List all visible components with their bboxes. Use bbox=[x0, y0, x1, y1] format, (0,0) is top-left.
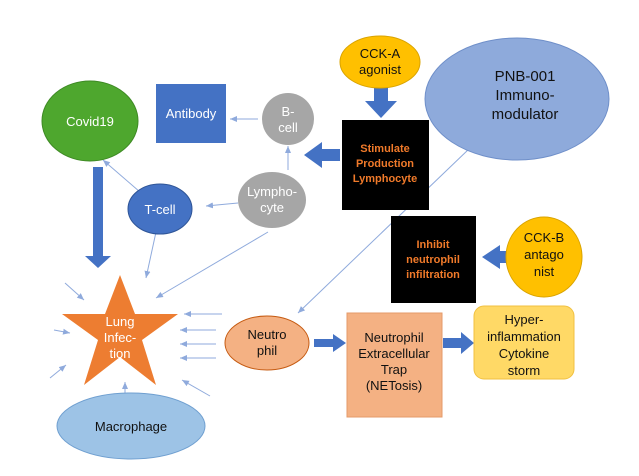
node-tcell: T-cell bbox=[127, 183, 193, 235]
stimulate-label: Stimulate bbox=[360, 143, 410, 155]
net-label: Extracellular bbox=[358, 346, 430, 361]
neutrophil-label: Neutro bbox=[247, 327, 286, 342]
node-lung-infection: Lung Infec- tion bbox=[62, 275, 178, 385]
net-shape bbox=[346, 312, 443, 418]
lymphocyte-label: Lympho- bbox=[247, 184, 297, 199]
net-label: (NETosis) bbox=[366, 378, 422, 393]
stimulate-label: Production bbox=[356, 158, 414, 170]
arrow-left-mid-to-lung bbox=[53, 328, 71, 335]
hyper-label: inflammation bbox=[487, 329, 561, 344]
arrow-lymphocyte-to-tcell bbox=[205, 202, 239, 209]
tcell-label: T-cell bbox=[144, 202, 175, 217]
node-antibody: Antibody bbox=[156, 84, 226, 143]
arrow-tcell-to-covid bbox=[102, 159, 141, 193]
cck-b-shape bbox=[505, 216, 583, 298]
inhibit-label: Inhibit bbox=[417, 239, 450, 251]
pnb-label: modulator bbox=[492, 106, 559, 123]
lung-label: Lung bbox=[106, 314, 135, 329]
cck-a-shape bbox=[339, 35, 421, 89]
lung-label: tion bbox=[110, 346, 131, 361]
neutrophil-shape bbox=[224, 315, 310, 371]
inhibit-label: neutrophil bbox=[406, 254, 460, 266]
arrow-lymphocyte-to-lung bbox=[155, 231, 269, 299]
arrow-covid-to-lung bbox=[85, 167, 111, 268]
bcell-label: cell bbox=[278, 120, 298, 135]
node-neutrophil: Neutro phil bbox=[224, 315, 310, 371]
stimulate-label: Lymphocyte bbox=[353, 173, 417, 185]
pnb-label: PNB-001 bbox=[495, 68, 556, 85]
arrow-net-to-hyper bbox=[443, 332, 474, 354]
arrow-tcell-to-lung bbox=[144, 231, 157, 279]
node-lymphocyte: Lympho- cyte bbox=[238, 172, 306, 228]
hyper-shape bbox=[473, 305, 575, 380]
cck-b-label: CCK-B bbox=[524, 230, 564, 245]
cck-a-label: CCK-A bbox=[360, 46, 401, 61]
net-label: Trap bbox=[381, 362, 407, 377]
arrow-left-low-to-lung bbox=[49, 364, 67, 379]
node-covid19: Covid19 bbox=[41, 80, 139, 162]
thin-arrows bbox=[49, 116, 471, 397]
neutrophil-label: phil bbox=[257, 343, 277, 358]
antibody-label: Antibody bbox=[166, 106, 217, 121]
arrow-pnb-to-neutrophil bbox=[297, 147, 471, 314]
inhibit-label: infiltration bbox=[406, 269, 460, 281]
cck-a-label: agonist bbox=[359, 62, 401, 77]
node-bcell: B- cell bbox=[262, 93, 314, 145]
node-macrophage: Macrophage bbox=[56, 382, 206, 460]
cck-b-label: antago bbox=[524, 247, 564, 262]
pnb-label: Immuno- bbox=[495, 87, 554, 104]
lung-label: Infec- bbox=[104, 330, 137, 345]
macrophage-shape bbox=[56, 392, 206, 460]
arrow-stimulate-to-lymphocyte bbox=[304, 142, 340, 168]
lung-infection-star bbox=[62, 275, 178, 385]
arrow-cck-b-to-inhibit bbox=[482, 245, 508, 269]
node-stimulate: Stimulate Production Lymphocyte bbox=[342, 120, 429, 210]
antibody-shape bbox=[156, 84, 226, 143]
arrow-left-top-to-lung bbox=[64, 282, 85, 301]
node-hyperinflammation: Hyper- inflammation Cytokine storm bbox=[473, 305, 575, 380]
covid19-shape bbox=[41, 80, 139, 162]
arrow-cck-a-down bbox=[365, 83, 397, 118]
lymphocyte-shape bbox=[238, 172, 306, 228]
inhibit-shape bbox=[391, 216, 476, 303]
node-cck-a: CCK-A agonist bbox=[339, 35, 421, 89]
bcell-shape bbox=[262, 93, 314, 145]
node-inhibit: Inhibit neutrophil infiltration bbox=[391, 216, 476, 303]
covid19-label: Covid19 bbox=[66, 114, 114, 129]
hyper-label: Cytokine bbox=[499, 346, 550, 361]
node-pnb-001: PNB-001 Immuno- modulator bbox=[424, 37, 610, 161]
tcell-shape bbox=[127, 183, 193, 235]
node-cck-b: CCK-B antago nist bbox=[505, 216, 583, 298]
pnb-shape bbox=[424, 37, 610, 161]
arrow-right-5-to-lung bbox=[181, 379, 211, 397]
macrophage-label: Macrophage bbox=[95, 419, 167, 434]
bcell-label: B- bbox=[282, 104, 295, 119]
lymphocyte-label: cyte bbox=[260, 200, 284, 215]
hyper-label: storm bbox=[508, 363, 541, 378]
block-arrows bbox=[85, 83, 508, 354]
node-net: Neutrophil Extracellular Trap (NETosis) bbox=[346, 312, 443, 418]
hyper-label: Hyper- bbox=[504, 312, 543, 327]
stimulate-shape bbox=[342, 120, 429, 210]
cck-b-label: nist bbox=[534, 264, 555, 279]
arrow-neutrophil-to-net bbox=[314, 334, 346, 352]
net-label: Neutrophil bbox=[364, 330, 423, 345]
